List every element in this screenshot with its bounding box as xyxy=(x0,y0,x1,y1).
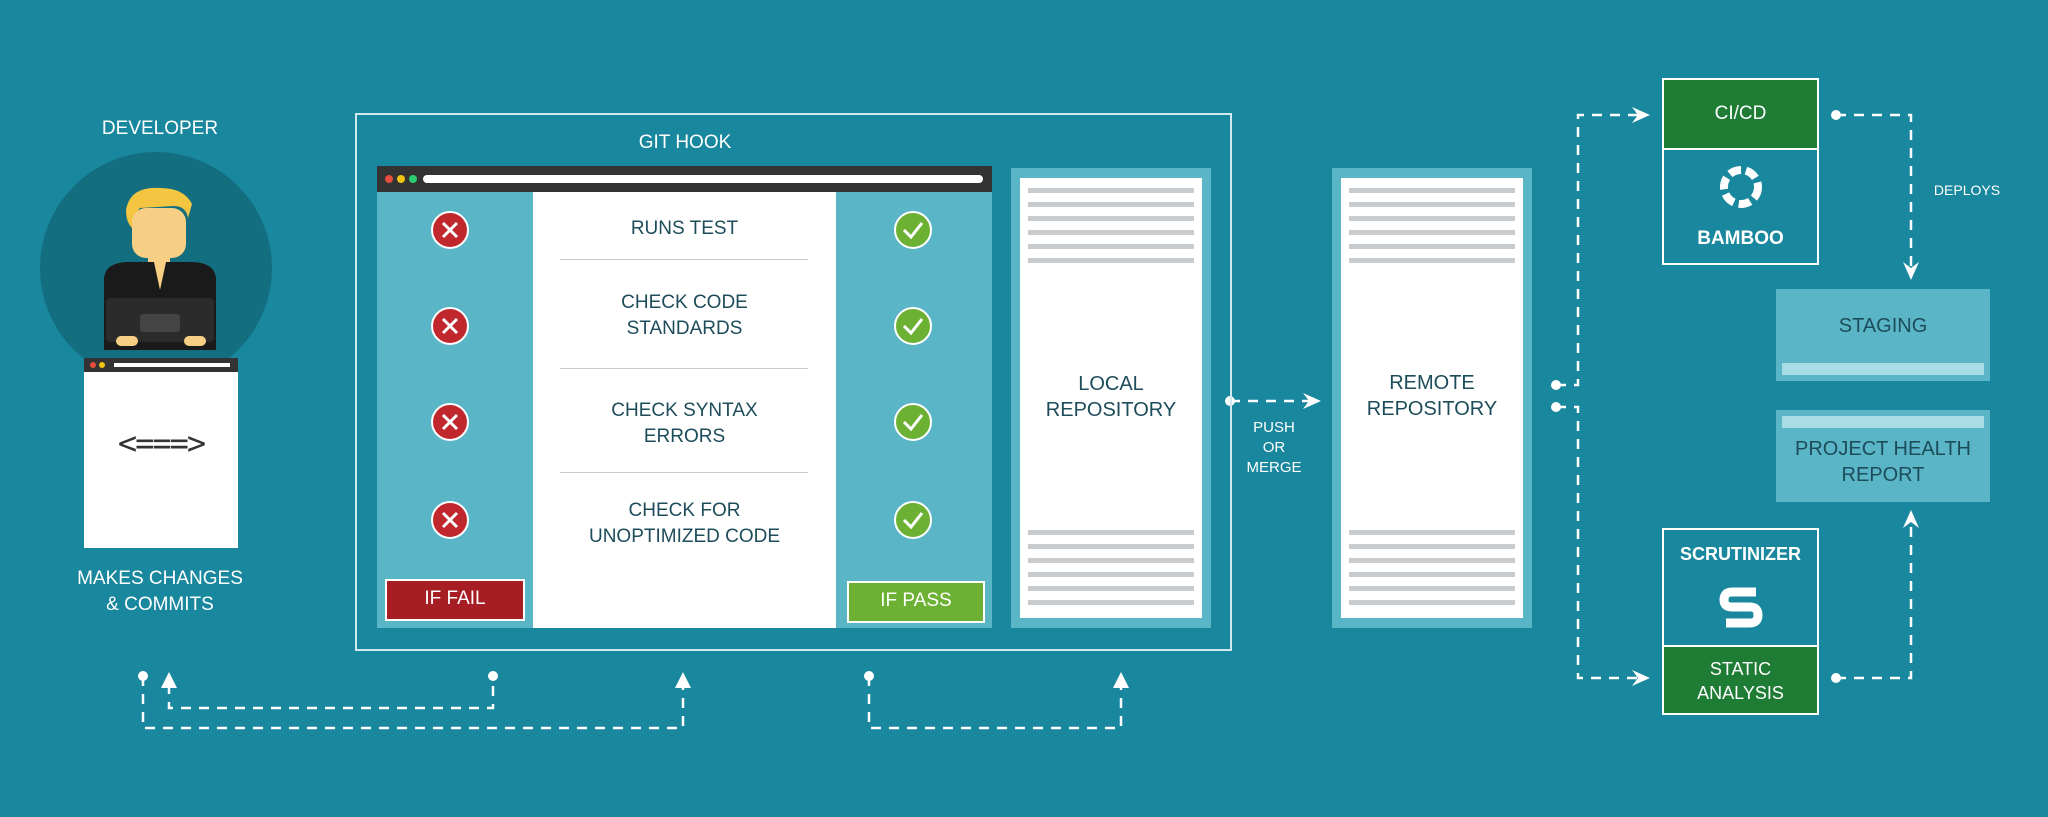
cicd-header: CI/CD xyxy=(1664,80,1817,150)
code-window: <===> xyxy=(84,358,238,548)
check-line2: UNOPTIMIZED CODE xyxy=(588,526,781,547)
check-divider xyxy=(560,368,808,369)
developer-title: DEVELOPER xyxy=(101,118,219,139)
git-hook-title: GIT HOOK xyxy=(638,132,732,153)
staging-label: STAGING xyxy=(1838,315,1928,337)
window-dot-yellow xyxy=(397,175,405,183)
window-dot-green xyxy=(409,175,417,183)
static-analysis-line1: STATIC xyxy=(1709,659,1772,679)
push-or-merge-label: PUSH OR MERGE xyxy=(1232,418,1316,478)
health-line2: REPORT xyxy=(1841,464,1925,486)
push-line3: MERGE xyxy=(1246,459,1302,476)
fail-x-icon xyxy=(431,403,469,441)
developer-avatar xyxy=(104,187,216,350)
staging-box: STAGING xyxy=(1776,289,1990,381)
pass-check-icon xyxy=(894,211,932,249)
local-repo-line2: REPOSITORY xyxy=(1045,399,1177,421)
static-analysis-line2: ANALYSIS xyxy=(1697,683,1784,703)
remote-repo-line1: REMOTE xyxy=(1389,372,1475,394)
check-line2: STANDARDS xyxy=(626,318,743,339)
fail-x-icon xyxy=(431,211,469,249)
check-unoptimized-code: CHECK FOR UNOPTIMIZED CODE xyxy=(533,498,836,550)
check-line1: CHECK SYNTAX xyxy=(611,400,758,421)
scrutinizer-box: SCRUTINIZER STATIC ANALYSIS xyxy=(1662,528,1819,715)
remote-repository-document xyxy=(1341,178,1523,618)
project-health-report-box: PROJECT HEALTH REPORT xyxy=(1776,410,1990,502)
pass-check-icon xyxy=(894,501,932,539)
health-line1: PROJECT HEALTH xyxy=(1795,438,1971,460)
code-window-titlebar xyxy=(84,358,238,372)
pass-check-icon xyxy=(894,403,932,441)
if-pass-button: IF PASS xyxy=(847,581,985,623)
push-line2: OR xyxy=(1262,439,1286,456)
local-repo-line1: LOCAL xyxy=(1078,373,1144,395)
if-fail-button: IF FAIL xyxy=(385,579,525,621)
git-hook-titlebar xyxy=(377,166,992,192)
loop-line-dev-to-fail xyxy=(167,676,495,710)
loop-line-fail-to-dev xyxy=(141,676,685,730)
remote-repo-line2: REPOSITORY xyxy=(1366,398,1498,420)
developer-caption-line1: MAKES CHANGES xyxy=(77,568,243,589)
fail-x-icon xyxy=(431,501,469,539)
push-line1: PUSH xyxy=(1253,419,1295,436)
window-address-bar xyxy=(114,363,230,367)
check-syntax-errors: CHECK SYNTAX ERRORS xyxy=(533,398,836,450)
pass-check-icon xyxy=(894,307,932,345)
check-line1: RUNS TEST xyxy=(630,218,739,239)
checks-panel xyxy=(533,192,836,628)
developer-caption-line2: & COMMITS xyxy=(106,594,214,615)
loop-line-pass-to-local xyxy=(867,676,1123,730)
developer-caption: MAKES CHANGES & COMMITS xyxy=(40,566,280,618)
remote-repository-label: REMOTE REPOSITORY xyxy=(1341,370,1523,422)
check-code-standards: CHECK CODE STANDARDS xyxy=(533,290,836,342)
code-symbol: <===> xyxy=(117,424,206,462)
window-dot-yellow xyxy=(99,362,105,368)
check-divider xyxy=(560,259,808,260)
check-line1: CHECK CODE xyxy=(621,292,748,313)
bamboo-label: BAMBOO xyxy=(1697,228,1784,249)
scrutinizer-logo-icon xyxy=(1719,587,1763,628)
check-divider xyxy=(560,472,808,473)
fail-x-icon xyxy=(431,307,469,345)
check-runs-test: RUNS TEST xyxy=(533,216,836,242)
project-health-label: PROJECT HEALTH REPORT xyxy=(1776,436,1990,488)
git-hook-frame xyxy=(355,113,1232,651)
deploys-label: DEPLOYS xyxy=(1933,182,2001,198)
static-analysis-footer: STATIC ANALYSIS xyxy=(1664,645,1817,713)
window-address-bar xyxy=(423,175,983,183)
bamboo-logo-icon xyxy=(1720,166,1762,208)
check-line1: CHECK FOR xyxy=(628,500,741,521)
window-dot-red xyxy=(90,362,96,368)
local-repository-label: LOCAL REPOSITORY xyxy=(1020,371,1202,423)
health-bar xyxy=(1782,416,1984,428)
local-repository-document xyxy=(1020,178,1202,618)
check-line2: ERRORS xyxy=(643,426,726,447)
window-dot-red xyxy=(385,175,393,183)
staging-bar xyxy=(1782,363,1984,375)
cicd-bamboo-box: CI/CD BAMBOO xyxy=(1662,78,1819,265)
scrutinizer-label: SCRUTINIZER xyxy=(1680,544,1801,564)
